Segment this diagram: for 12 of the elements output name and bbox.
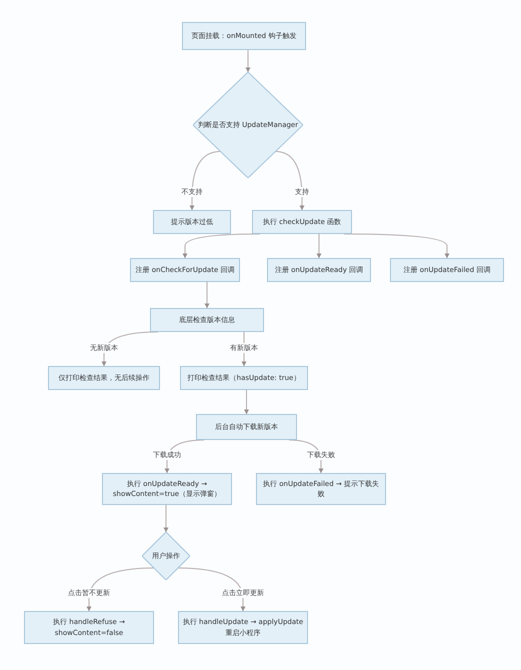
decision-diamond [142, 532, 190, 580]
arrow [275, 151, 304, 210]
arrow [204, 282, 210, 308]
arrow [246, 50, 250, 72]
arrow [316, 234, 322, 258]
arrow [164, 504, 168, 532]
arrow [178, 568, 246, 612]
arrow [86, 568, 154, 612]
decision-diamond [193, 72, 303, 178]
arrow [244, 390, 249, 414]
arrow [102, 332, 158, 366]
arrow [190, 151, 221, 210]
